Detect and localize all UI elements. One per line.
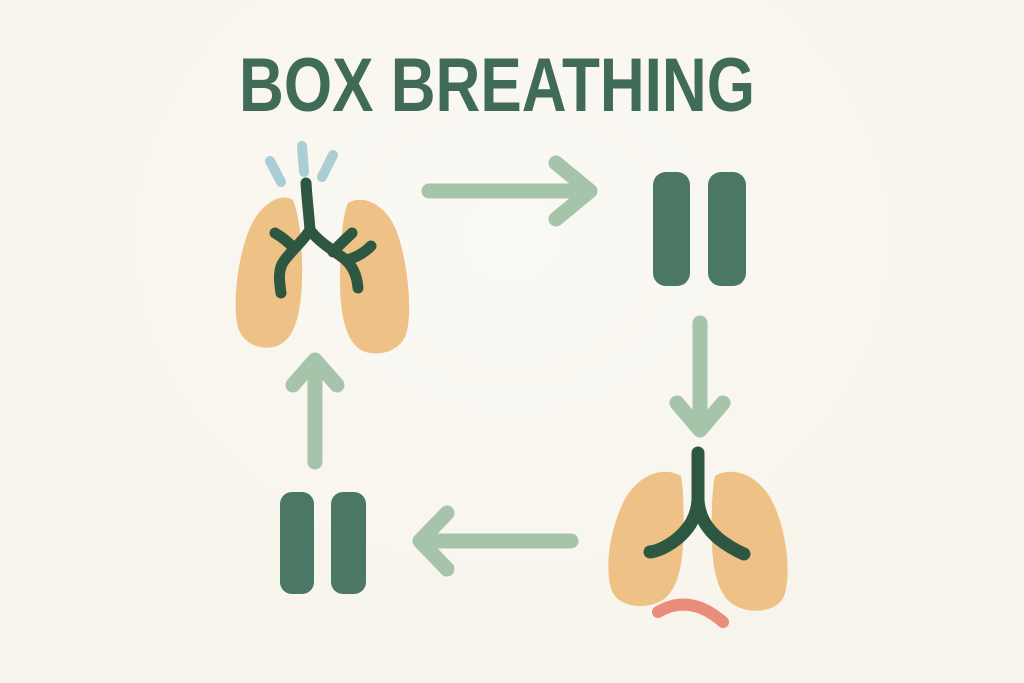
arrow-down-icon bbox=[669, 315, 731, 438]
arrow-left-head bbox=[412, 505, 455, 577]
left-bronchus-stub bbox=[269, 227, 300, 254]
pause-icon-bottom bbox=[280, 492, 366, 594]
arrow-up-icon bbox=[285, 352, 345, 470]
arrow-down-head bbox=[669, 395, 731, 438]
exhale-frown-icon bbox=[652, 598, 729, 628]
pause-icon-top bbox=[653, 172, 746, 286]
arrow-right-icon bbox=[421, 155, 598, 227]
right-bronchus-stub bbox=[327, 227, 358, 258]
right-lung-lobe bbox=[711, 471, 788, 611]
left-lung-lobe bbox=[608, 471, 684, 607]
bronchial-tree bbox=[269, 177, 377, 299]
sparkle-middle bbox=[297, 141, 309, 177]
pause-bar-left bbox=[280, 492, 314, 594]
left-lung-lobe bbox=[235, 197, 303, 348]
right-bronchus-stub-2 bbox=[340, 240, 377, 266]
lungs-exhale-icon bbox=[608, 446, 788, 628]
sparkle-left bbox=[265, 156, 286, 187]
arrow-up-head bbox=[285, 352, 345, 393]
left-bronchus bbox=[273, 224, 316, 299]
sparkle-right bbox=[317, 150, 338, 182]
arrow-left-icon bbox=[412, 505, 579, 577]
pause-bar-left bbox=[653, 172, 690, 286]
inhale-sparkles-icon bbox=[265, 141, 338, 187]
trachea bbox=[300, 177, 316, 236]
page-title: BOX BREATHING bbox=[239, 43, 755, 128]
right-bronchus bbox=[691, 493, 751, 561]
right-lung-lobe bbox=[340, 199, 410, 354]
bronchial-tree bbox=[643, 446, 751, 561]
arrow-right-head bbox=[548, 155, 598, 227]
pause-bar-right bbox=[708, 172, 746, 286]
lungs-inhale-icon bbox=[235, 141, 410, 354]
pause-bar-right bbox=[331, 492, 366, 594]
